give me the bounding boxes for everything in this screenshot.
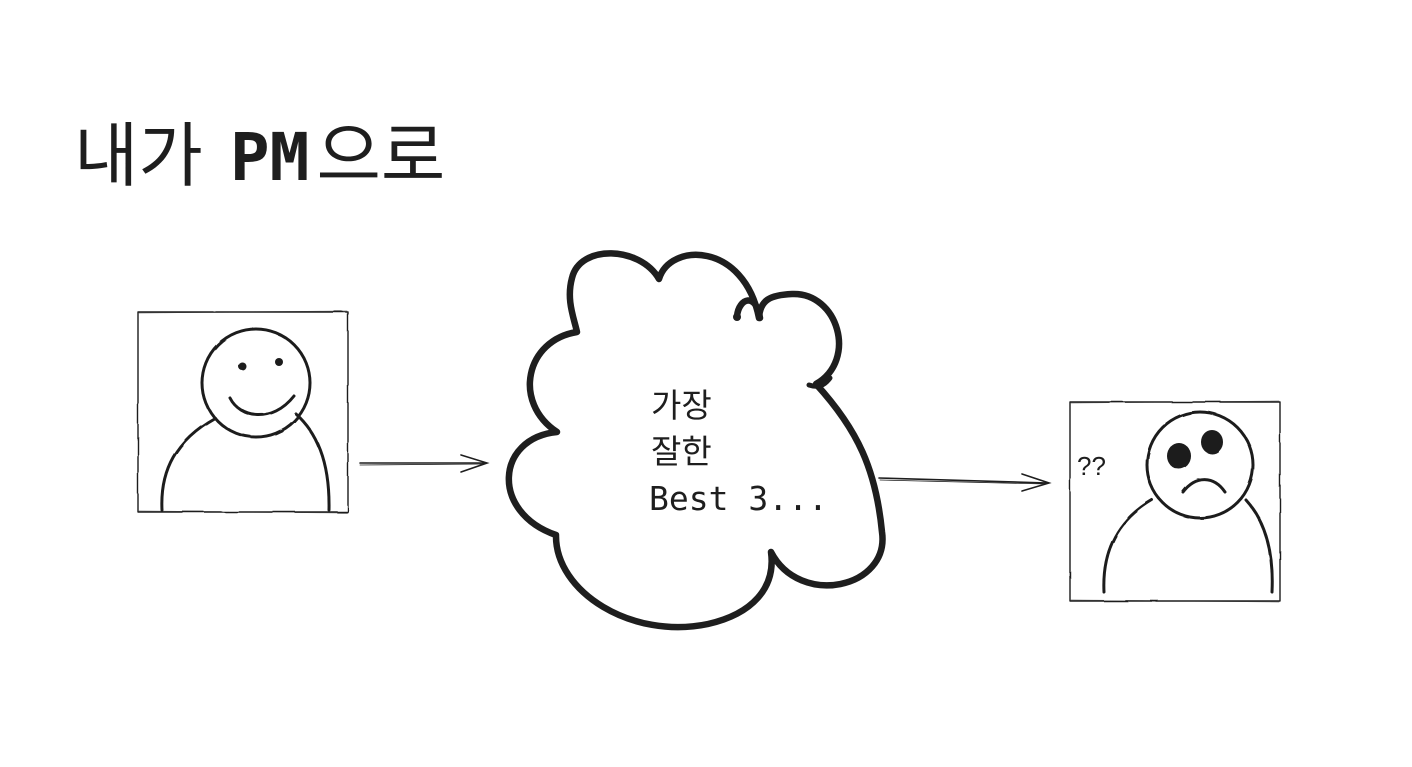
question-marks: ?? bbox=[1077, 451, 1106, 481]
svg-text:내가 PM 으로: 내가 PM 으로 bbox=[74, 115, 445, 197]
sad-person-frame-sketch bbox=[1070, 400, 1280, 603]
title-pm: PM bbox=[230, 119, 309, 196]
sad-face-icon bbox=[1145, 410, 1255, 520]
smiley-face-icon bbox=[200, 327, 312, 439]
happy-person-frame-sketch bbox=[138, 310, 348, 514]
arrow-head-2 bbox=[1021, 473, 1052, 492]
arrow-head bbox=[460, 454, 490, 473]
sad-person bbox=[1069, 400, 1281, 603]
cloud-text-line-2: 잘한 bbox=[651, 432, 712, 471]
page-title: 내가 PM 으로 bbox=[74, 115, 445, 197]
smile-mouth bbox=[228, 394, 296, 417]
right-eye bbox=[275, 358, 283, 366]
cloud-text-line-1: 가장 bbox=[651, 386, 712, 425]
thought-cloud bbox=[505, 250, 886, 631]
happy-person-body bbox=[160, 412, 331, 512]
sad-left-eye bbox=[1167, 443, 1191, 469]
arrow-shaft-sketch bbox=[359, 463, 485, 466]
cloud-dot bbox=[733, 313, 741, 321]
arrow-to-sad-person bbox=[878, 473, 1052, 492]
title-part-1: 내가 bbox=[74, 115, 203, 197]
cloud-inner-curl bbox=[733, 297, 764, 322]
left-eye bbox=[238, 362, 246, 370]
cloud-inner-curl-2 bbox=[806, 375, 833, 389]
cloud-outline bbox=[505, 250, 886, 631]
frown-mouth bbox=[1181, 478, 1227, 494]
title-part-2: 으로 bbox=[316, 115, 445, 197]
arrow-to-cloud bbox=[359, 454, 490, 473]
arrow-shaft-2 bbox=[878, 477, 1049, 484]
arrow-shaft-2-sketch bbox=[879, 479, 1047, 485]
sad-person-body bbox=[1102, 498, 1274, 594]
happy-person bbox=[137, 310, 349, 514]
sad-right-eye bbox=[1201, 430, 1223, 454]
cloud-text-line-3: Best 3... bbox=[649, 479, 828, 518]
